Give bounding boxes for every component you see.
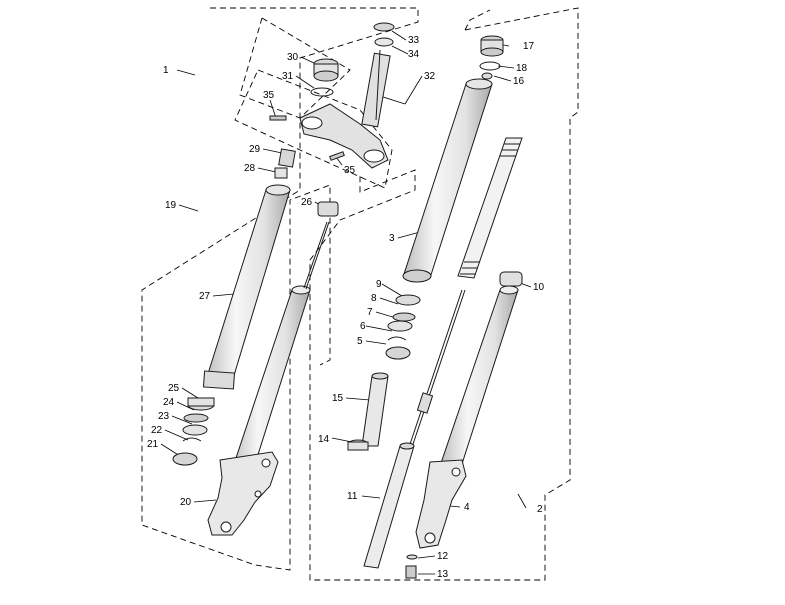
callout-1: 1 <box>163 65 169 76</box>
callout-15: 15 <box>332 393 344 404</box>
callout-28: 28 <box>244 163 256 174</box>
left-outer-tube <box>202 184 291 390</box>
callout-2: 2 <box>537 504 543 515</box>
right-seal-stack <box>385 294 421 360</box>
left-axle-bracket <box>207 451 279 536</box>
top-nut-assembly <box>310 58 339 97</box>
left-cap-parts <box>274 148 339 217</box>
callout-29: 29 <box>249 144 261 155</box>
lower-crown <box>269 103 389 169</box>
callout-6: 6 <box>360 321 366 332</box>
callout-21: 21 <box>147 439 159 450</box>
right-inner-tube <box>439 271 523 471</box>
callout-20: 20 <box>180 497 192 508</box>
callout-23: 23 <box>158 411 170 422</box>
callout-14: 14 <box>318 434 330 445</box>
callout-labels: 1 2 3 4 5 6 7 8 9 10 11 12 13 14 15 16 1… <box>147 35 545 580</box>
callout-30: 30 <box>287 52 299 63</box>
callout-32: 32 <box>424 71 436 82</box>
cylinder-and-collar <box>347 372 389 451</box>
callout-17: 17 <box>523 41 535 52</box>
callout-13: 13 <box>437 569 449 580</box>
left-fork-leg <box>172 148 339 536</box>
drain-bolt <box>405 554 418 579</box>
callout-12: 12 <box>437 551 449 562</box>
callout-7: 7 <box>367 307 373 318</box>
callout-34: 34 <box>408 49 420 60</box>
callout-22: 22 <box>151 425 163 436</box>
crown-assembly-outline <box>234 69 393 189</box>
callout-4: 4 <box>464 502 470 513</box>
callout-10: 10 <box>533 282 545 293</box>
callout-27: 27 <box>199 291 211 302</box>
callout-3: 3 <box>389 233 395 244</box>
steering-crown <box>269 22 395 169</box>
right-fork-leg <box>347 35 523 579</box>
callout-24: 24 <box>163 397 175 408</box>
callout-11: 11 <box>347 491 358 502</box>
callout-16: 16 <box>513 76 525 87</box>
callout-35-upper: 35 <box>263 90 275 101</box>
callout-8: 8 <box>371 293 377 304</box>
right-tube-group-outline <box>464 9 491 31</box>
callout-33: 33 <box>408 35 420 46</box>
callout-18: 18 <box>516 63 528 74</box>
damper-rod <box>407 289 466 451</box>
damper-cartridge <box>363 442 415 569</box>
callout-25: 25 <box>168 383 180 394</box>
right-cap-parts <box>479 35 504 80</box>
right-outer-tube <box>402 78 493 283</box>
left-seal-stack <box>172 397 215 466</box>
callout-26: 26 <box>301 197 313 208</box>
callout-5: 5 <box>357 336 363 347</box>
callout-9: 9 <box>376 279 382 290</box>
callout-19: 19 <box>165 200 177 211</box>
fork-assembly-right-outline <box>309 7 579 581</box>
steering-stem <box>361 22 395 128</box>
right-axle-bracket <box>415 459 467 549</box>
callout-35-lower: 35 <box>344 165 356 176</box>
fork-spring <box>457 137 523 279</box>
fork-assembly-left-outline <box>141 7 419 571</box>
callout-31: 31 <box>282 71 294 82</box>
